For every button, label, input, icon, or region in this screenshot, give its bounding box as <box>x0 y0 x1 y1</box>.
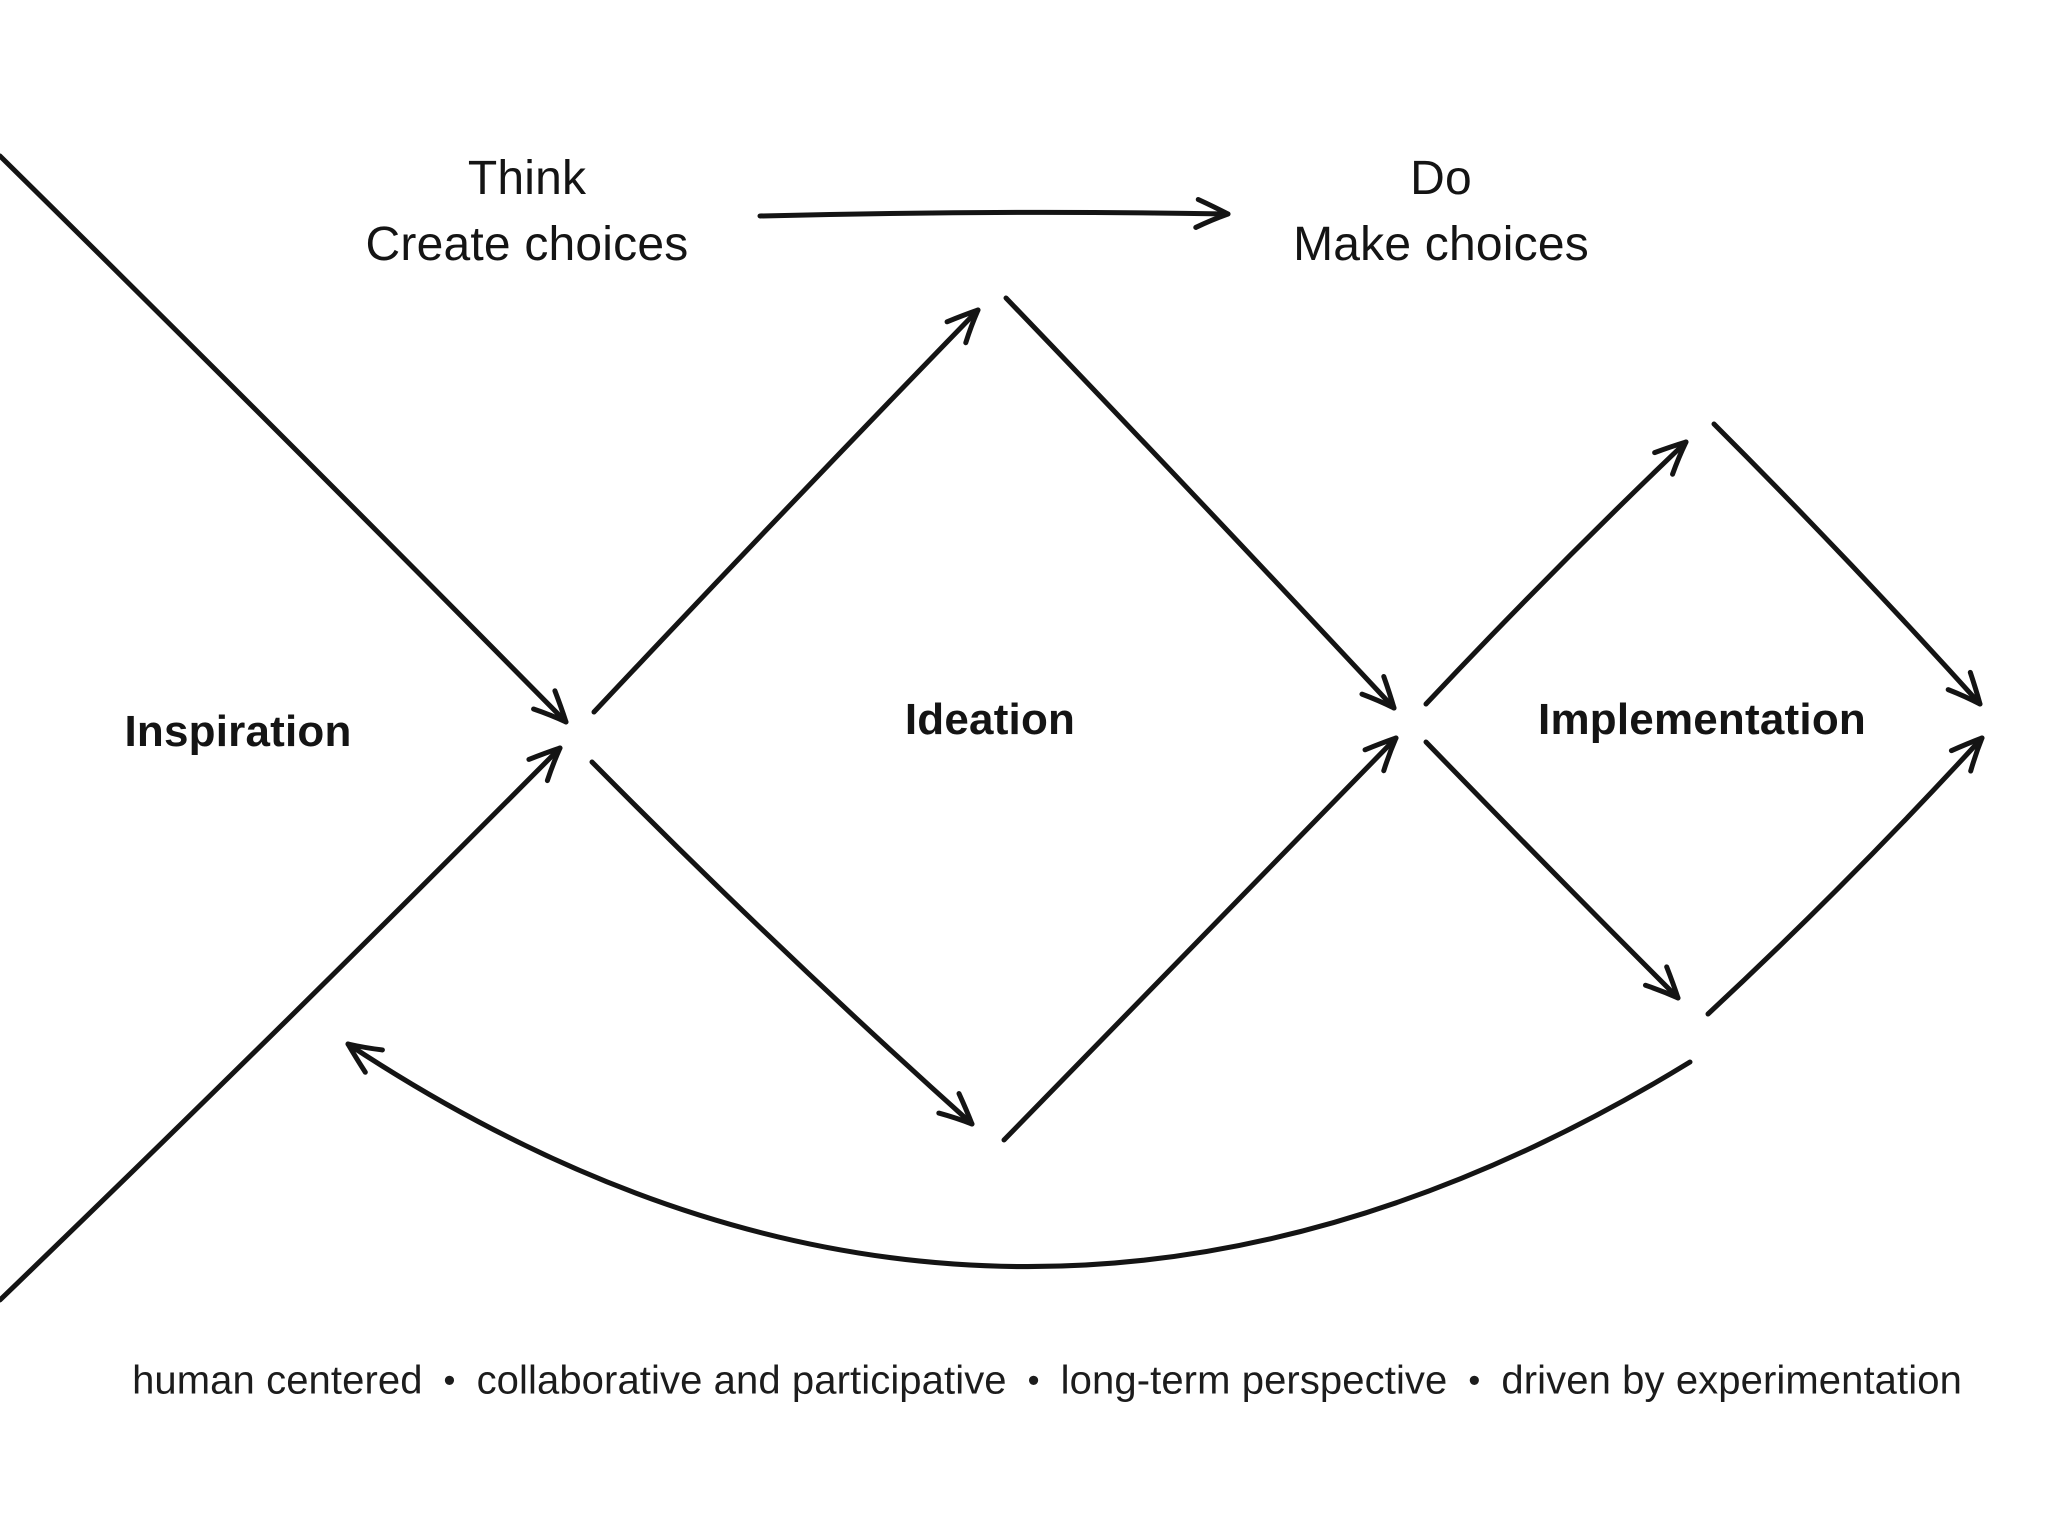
implementation-diverge-down-arrow <box>1423 739 1681 1001</box>
ideation-converge-down-arrow <box>1003 295 1397 711</box>
think-label-line2: Create choices <box>365 218 689 271</box>
think-label: Think Create choices <box>366 146 689 278</box>
do-label-line2: Make choices <box>1293 218 1589 271</box>
think-to-do-arrow <box>757 196 1231 230</box>
principle-long-term: long-term perspective <box>1060 1358 1448 1403</box>
think-label-line1: Think <box>467 152 587 205</box>
bullet-separator: • <box>1468 1361 1481 1400</box>
principles-footer: human centered • collaborative and partici… <box>132 1359 1962 1404</box>
feedback-loop-arrow <box>345 1041 1693 1270</box>
principle-collaborative: collaborative and participative <box>476 1358 1007 1403</box>
bullet-separator: • <box>1027 1361 1040 1400</box>
principle-experimentation: driven by experimentation <box>1501 1358 1962 1403</box>
implementation-converge-down-arrow <box>1711 421 1983 707</box>
implementation-diverge-up-arrow <box>1423 439 1689 707</box>
phase-label-implementation: Implementation <box>1538 695 1866 744</box>
bullet-separator: • <box>443 1361 456 1400</box>
inflow-bottom-arrow <box>0 745 563 1303</box>
ideation-diverge-down-arrow <box>589 759 975 1127</box>
implementation-converge-up-arrow <box>1705 735 1985 1017</box>
phase-label-inspiration: Inspiration <box>124 707 352 756</box>
ideation-converge-up-arrow <box>1001 735 1399 1143</box>
inflow-top-arrow <box>0 153 569 725</box>
ideation-diverge-up-arrow <box>591 307 981 715</box>
principle-human-centered: human centered <box>132 1358 423 1403</box>
do-label-line1: Do <box>1410 152 1472 205</box>
phase-label-ideation: Ideation <box>904 695 1076 744</box>
do-label: Do Make choices <box>1293 146 1589 278</box>
